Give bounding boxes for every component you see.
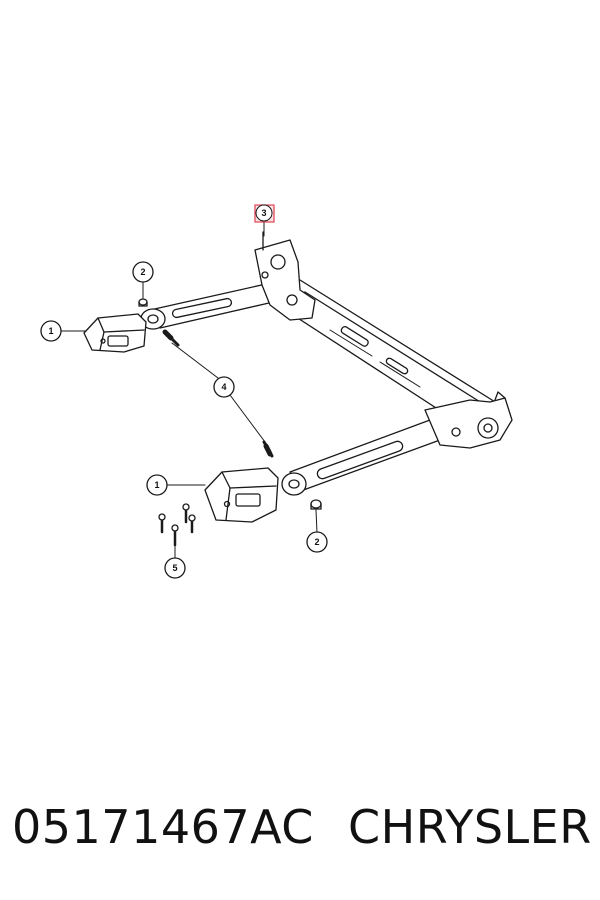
upper-isolator-mount [83,313,147,353]
callout-1-upper: 1 [40,320,62,342]
callout-5: 5 [164,557,186,579]
svg-text:2: 2 [314,537,319,547]
lower-trailing-arm [281,419,441,496]
lower-isolator-mount [204,467,279,523]
callout-3-highlighted: 3 [254,204,275,223]
upper-knuckle-bracket [254,231,316,321]
callout-2-lower: 2 [306,531,328,553]
part-number: 05171467AC [12,800,314,854]
lower-knuckle-bracket [424,391,513,449]
upper-trailing-arm [140,281,283,330]
svg-text:4: 4 [221,382,226,392]
callout-2-upper: 2 [132,261,154,283]
bolt-lower [262,440,274,458]
leader-lines [60,221,318,561]
svg-text:5: 5 [172,563,177,573]
callout-1-lower: 1 [146,474,168,496]
svg-text:1: 1 [48,326,53,336]
svg-text:1: 1 [154,480,159,490]
brand-name: CHRYSLER [348,800,592,854]
small-bolts [158,503,196,547]
bolt-upper [162,329,180,347]
svg-text:3: 3 [261,208,266,218]
nut-lower [310,499,322,510]
callout-4: 4 [213,376,235,398]
nut-upper [138,298,148,307]
svg-text:2: 2 [140,267,145,277]
